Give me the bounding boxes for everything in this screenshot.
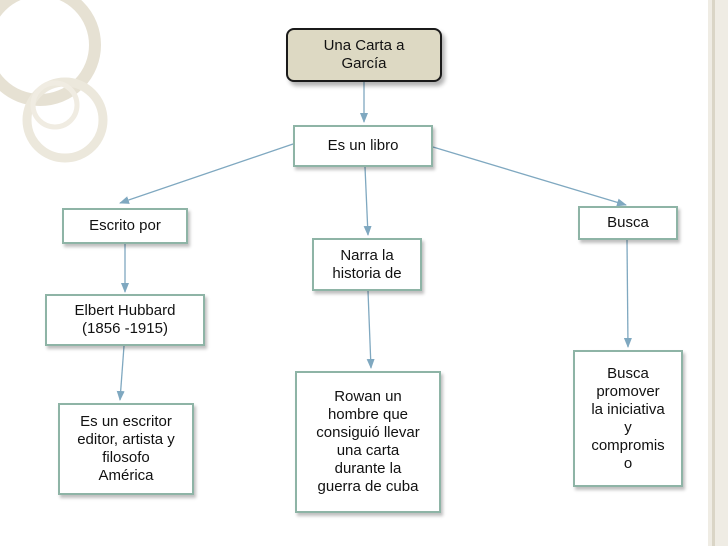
node-es-un-libro: Es un libro	[293, 125, 433, 167]
arrow-libro-to-narra	[363, 166, 372, 236]
node-una-carta-a-garcia: Una Carta a García	[286, 28, 442, 82]
node-label: Busca promover la iniciativa y compromis…	[591, 364, 665, 472]
node-es-un-escritor: Es un escritor editor, artista y filosof…	[58, 403, 194, 495]
arrow-narra-to-rowan	[366, 290, 375, 369]
node-narra-la-historia: Narra la historia de	[312, 238, 422, 291]
node-busca: Busca	[578, 206, 678, 240]
arrow-libro-to-escrito	[119, 143, 294, 204]
node-busca-promover: Busca promover la iniciativa y compromis…	[573, 350, 683, 487]
arrow-hubbard-to-escritor	[116, 345, 125, 401]
node-label: Es un libro	[327, 137, 399, 154]
node-elbert-hubbard: Elbert Hubbard (1856 -1915)	[45, 294, 205, 346]
node-escrito-por: Escrito por	[62, 208, 188, 244]
arrow-busca-to-promover	[623, 239, 632, 348]
node-label: Narra la historia de	[332, 246, 402, 282]
node-rowan: Rowan un hombre que consiguió llevar una…	[295, 371, 441, 513]
arrow-libro-to-busca	[432, 146, 627, 207]
node-label: Busca	[607, 214, 649, 231]
node-label: Elbert Hubbard (1856 -1915)	[74, 302, 176, 337]
node-label: Una Carta a García	[323, 37, 405, 72]
node-label: Escrito por	[89, 217, 161, 234]
node-label: Rowan un hombre que consiguió llevar una…	[316, 388, 420, 495]
node-label: Es un escritor editor, artista y filosof…	[77, 413, 175, 484]
